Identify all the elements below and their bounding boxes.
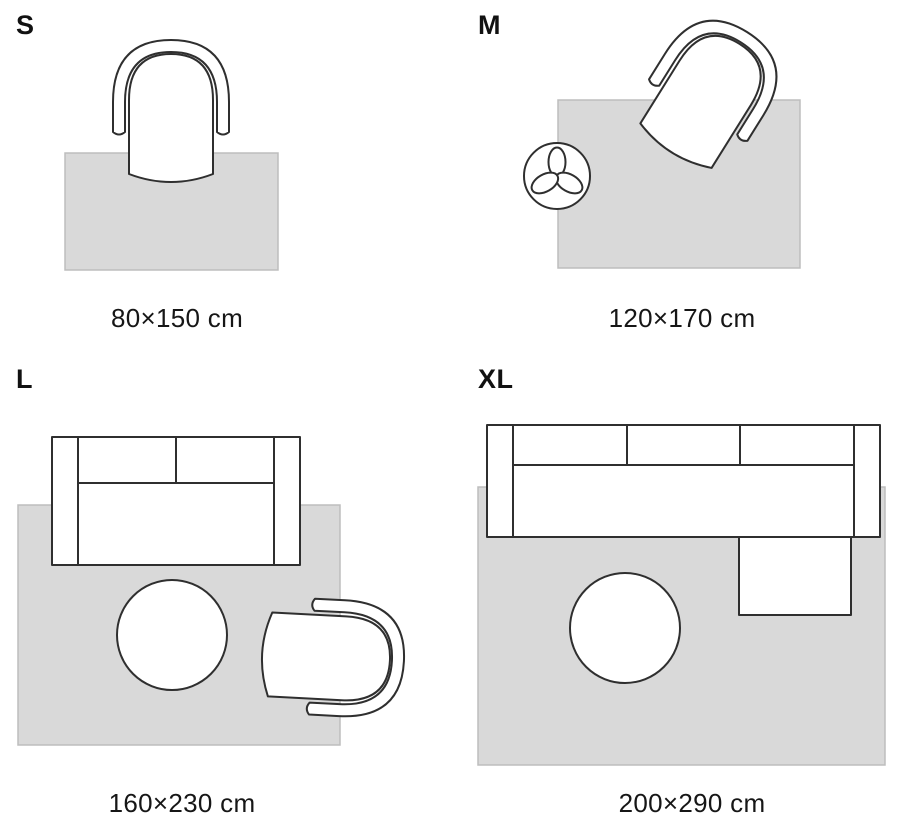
layout-illustration-s — [64, 39, 279, 271]
armchair-icon — [639, 19, 778, 169]
coffee-table-icon — [569, 572, 681, 684]
panel-size-s: S 80×150 cm — [0, 0, 450, 350]
layout-illustration-xl — [477, 424, 886, 766]
size-letter-l: L — [16, 364, 33, 394]
panel-size-xl: XL 200×290 cm — [450, 350, 900, 840]
size-letter-xl: XL — [478, 364, 514, 394]
layout-illustration-m — [523, 19, 801, 269]
layout-illustration-l — [17, 436, 405, 746]
size-caption-m: 120×170 cm — [608, 303, 756, 333]
panel-size-l: L 160×230 cm — [0, 350, 450, 840]
size-letter-m: M — [478, 10, 501, 40]
size-caption-xl: 200×290 cm — [618, 788, 766, 818]
plant-icon — [523, 142, 591, 210]
size-caption-l: 160×230 cm — [108, 788, 256, 818]
sofa-icon — [51, 436, 301, 566]
armchair-icon — [112, 39, 230, 183]
size-letter-s: S — [16, 10, 35, 40]
size-caption-s: 80×150 cm — [110, 303, 244, 333]
coffee-table-icon — [116, 579, 228, 691]
corner-sofa-icon — [486, 424, 881, 616]
armchair-icon — [260, 597, 405, 718]
panel-size-m: M 120×170 cm — [450, 0, 900, 350]
